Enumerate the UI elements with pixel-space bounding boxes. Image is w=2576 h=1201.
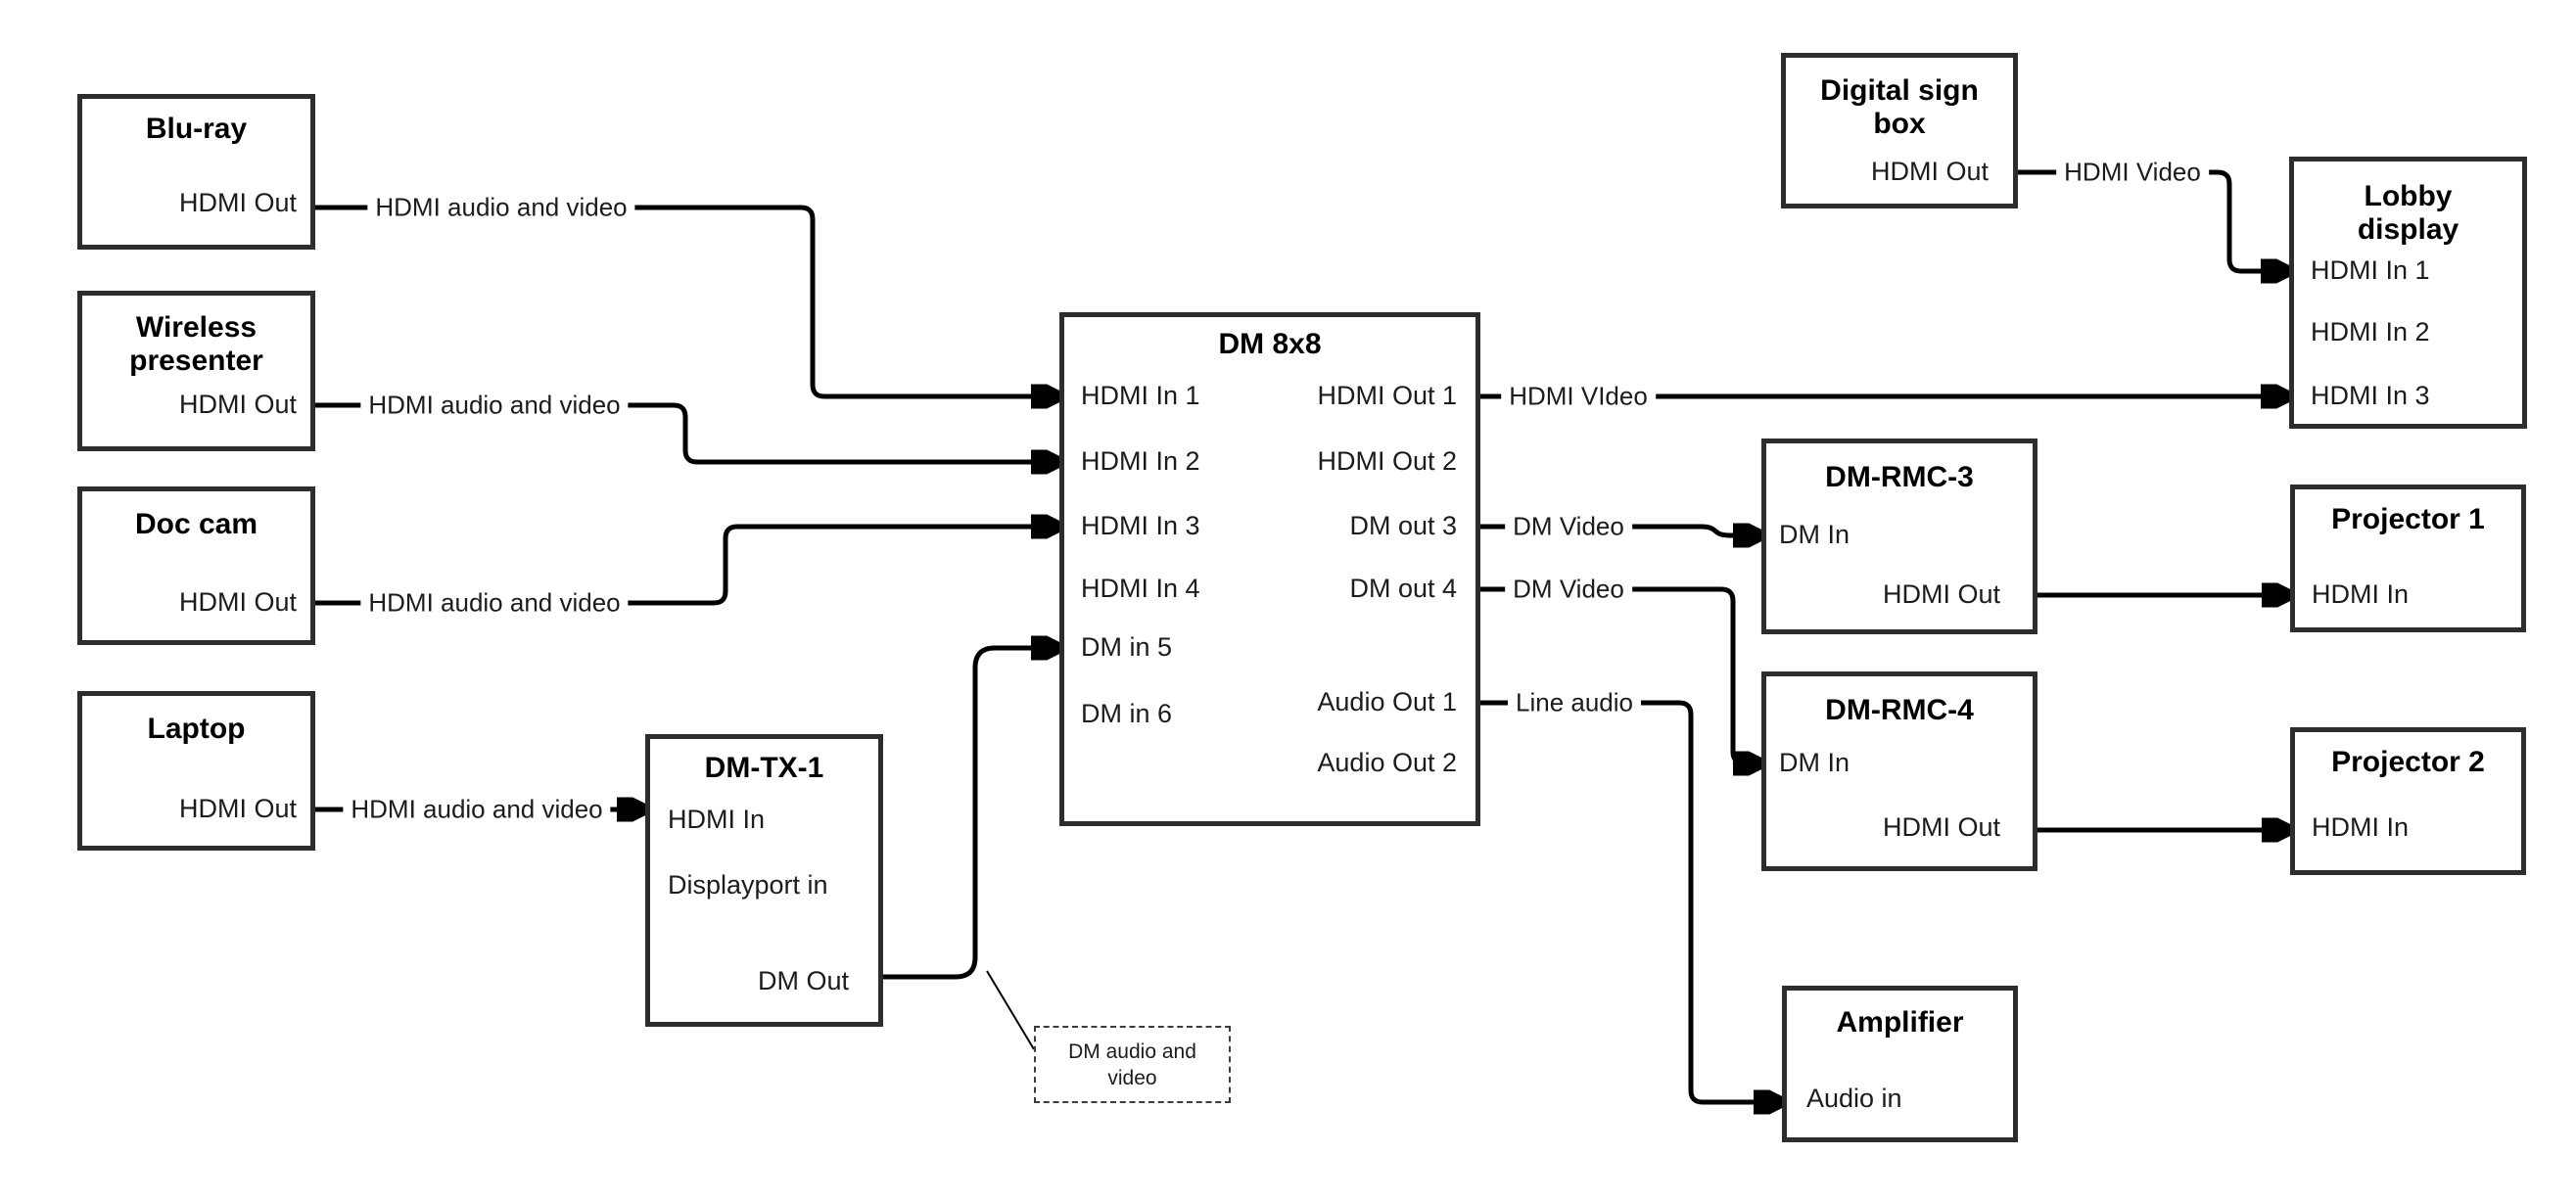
- node-dm-rmc-4: DM-RMC-4: [1761, 671, 2037, 871]
- node-dm-8x8-title: DM 8x8: [1218, 328, 1322, 360]
- node-projector-1-title: Projector 1: [2331, 503, 2485, 535]
- node-dm-tx-1-title: DM-TX-1: [704, 752, 824, 784]
- port-dm-8x8-dm-out-4: DM out 4: [1349, 573, 1457, 603]
- node-dm-rmc-3: DM-RMC-3: [1761, 439, 2037, 634]
- wire-label-bluray-hdmi-av: HDMI audio and video: [367, 191, 635, 224]
- port-dm-8x8-hdmi-in-1: HDMI In 1: [1081, 380, 1200, 410]
- port-lobby-hdmi-in-2: HDMI In 2: [2311, 316, 2430, 346]
- port-dm-8x8-dm-in-5: DM in 5: [1081, 631, 1173, 662]
- wire-bluray-to-dm8x8-in1: [315, 205, 1056, 396]
- wire-wireless-to-dm8x8-in2: [315, 402, 1056, 462]
- wire-label-line-audio: Line audio: [1508, 686, 1641, 719]
- wire-dm8x8-out4-to-dmrmc4: [1480, 586, 1758, 763]
- port-dm-rmc-3-dm-in: DM In: [1779, 519, 1850, 549]
- port-doc-cam-hdmi-out: HDMI Out: [178, 586, 297, 617]
- port-bluray-hdmi-out: HDMI Out: [178, 187, 297, 217]
- node-bluray: Blu-ray: [77, 94, 315, 250]
- wire-doccam-to-dm8x8-in3: [315, 527, 1056, 606]
- node-amplifier: Amplifier: [1782, 986, 2018, 1142]
- wire-sign-to-lobby-in1: [2018, 169, 2286, 271]
- node-projector-2-title: Projector 2: [2331, 746, 2485, 778]
- port-lobby-hdmi-in-3: HDMI In 3: [2311, 380, 2430, 410]
- port-dm-8x8-dm-out-3: DM out 3: [1349, 510, 1457, 540]
- wire-label-laptop-hdmi-av: HDMI audio and video: [343, 793, 611, 826]
- port-dm-rmc-3-hdmi-out: HDMI Out: [1882, 578, 2000, 609]
- node-wireless-presenter: Wireless presenter: [77, 291, 315, 451]
- node-bluray-title: Blu-ray: [145, 113, 248, 145]
- port-dm-rmc-4-dm-in: DM In: [1779, 747, 1850, 777]
- port-digital-sign-hdmi-out: HDMI Out: [1870, 156, 1989, 186]
- node-doc-cam: Doc cam: [77, 486, 315, 645]
- port-dm-tx-1-dm-out: DM Out: [757, 965, 849, 995]
- port-lobby-hdmi-in-1: HDMI In 1: [2311, 254, 2430, 285]
- port-dm-8x8-dm-in-6: DM in 6: [1081, 698, 1173, 728]
- port-amplifier-audio-in: Audio in: [1806, 1083, 1902, 1113]
- node-laptop-title: Laptop: [147, 713, 246, 745]
- wire-label-dm-video-out4: DM Video: [1505, 573, 1632, 606]
- port-dm-tx-1-hdmi-in: HDMI In: [668, 804, 766, 834]
- port-dm-8x8-hdmi-in-4: HDMI In 4: [1081, 573, 1200, 603]
- wire-dmtx1-to-dm8x8-in5: [882, 648, 1056, 980]
- wire-label-hdmi-video-out1: HDMI VIdeo: [1501, 380, 1656, 413]
- node-digital-sign-box-title: Digital sign box: [1820, 74, 1979, 140]
- node-projector-1: Projector 1: [2290, 485, 2526, 632]
- port-laptop-hdmi-out: HDMI Out: [178, 793, 297, 823]
- port-dm-8x8-audio-out-2: Audio Out 2: [1317, 747, 1457, 777]
- node-dm-rmc-3-title: DM-RMC-3: [1825, 461, 1974, 493]
- port-dm-8x8-hdmi-in-3: HDMI In 3: [1081, 510, 1200, 540]
- node-wireless-presenter-title: Wireless presenter: [129, 311, 263, 377]
- wire-label-hdmi-video-sign: HDMI Video: [2056, 156, 2209, 189]
- port-dm-8x8-hdmi-in-2: HDMI In 2: [1081, 445, 1200, 476]
- wire-label-doccam-hdmi-av: HDMI audio and video: [360, 586, 629, 620]
- wire-label-dm-video-out3: DM Video: [1505, 510, 1632, 543]
- port-projector-1-hdmi-in: HDMI In: [2312, 578, 2410, 609]
- port-wireless-hdmi-out: HDMI Out: [178, 389, 297, 419]
- callout-leader-line: [986, 970, 1035, 1050]
- node-dm-tx-1: DM-TX-1: [645, 734, 883, 1027]
- node-laptop: Laptop: [77, 691, 315, 851]
- port-dm-8x8-audio-out-1: Audio Out 1: [1317, 686, 1457, 716]
- port-dm-tx-1-displayport-in: Displayport in: [668, 869, 828, 900]
- node-dm-8x8: DM 8x8: [1059, 312, 1480, 826]
- port-projector-2-hdmi-in: HDMI In: [2312, 811, 2410, 842]
- node-doc-cam-title: Doc cam: [134, 508, 258, 540]
- node-dm-rmc-4-title: DM-RMC-4: [1825, 694, 1974, 726]
- wire-dm8x8-audio1-to-amplifier: [1480, 700, 1779, 1102]
- port-dm-8x8-hdmi-out-2: HDMI Out 2: [1317, 445, 1457, 476]
- wire-dm8x8-out3-to-dmrmc3: [1480, 527, 1758, 535]
- node-projector-2: Projector 2: [2290, 727, 2526, 875]
- node-amplifier-title: Amplifier: [1836, 1006, 1964, 1039]
- port-dm-8x8-hdmi-out-1: HDMI Out 1: [1317, 380, 1457, 410]
- node-lobby-display-title: Lobby display: [2357, 180, 2459, 246]
- node-digital-sign-box: Digital sign box: [1781, 53, 2018, 208]
- callout-dm-audio-and-video: DM audio and video: [1034, 1026, 1231, 1103]
- wire-label-wireless-hdmi-av: HDMI audio and video: [360, 389, 629, 422]
- node-lobby-display: Lobby display: [2289, 157, 2527, 429]
- callout-dm-audio-and-video-text: DM audio and video: [1068, 1039, 1196, 1089]
- port-dm-rmc-4-hdmi-out: HDMI Out: [1882, 811, 2000, 842]
